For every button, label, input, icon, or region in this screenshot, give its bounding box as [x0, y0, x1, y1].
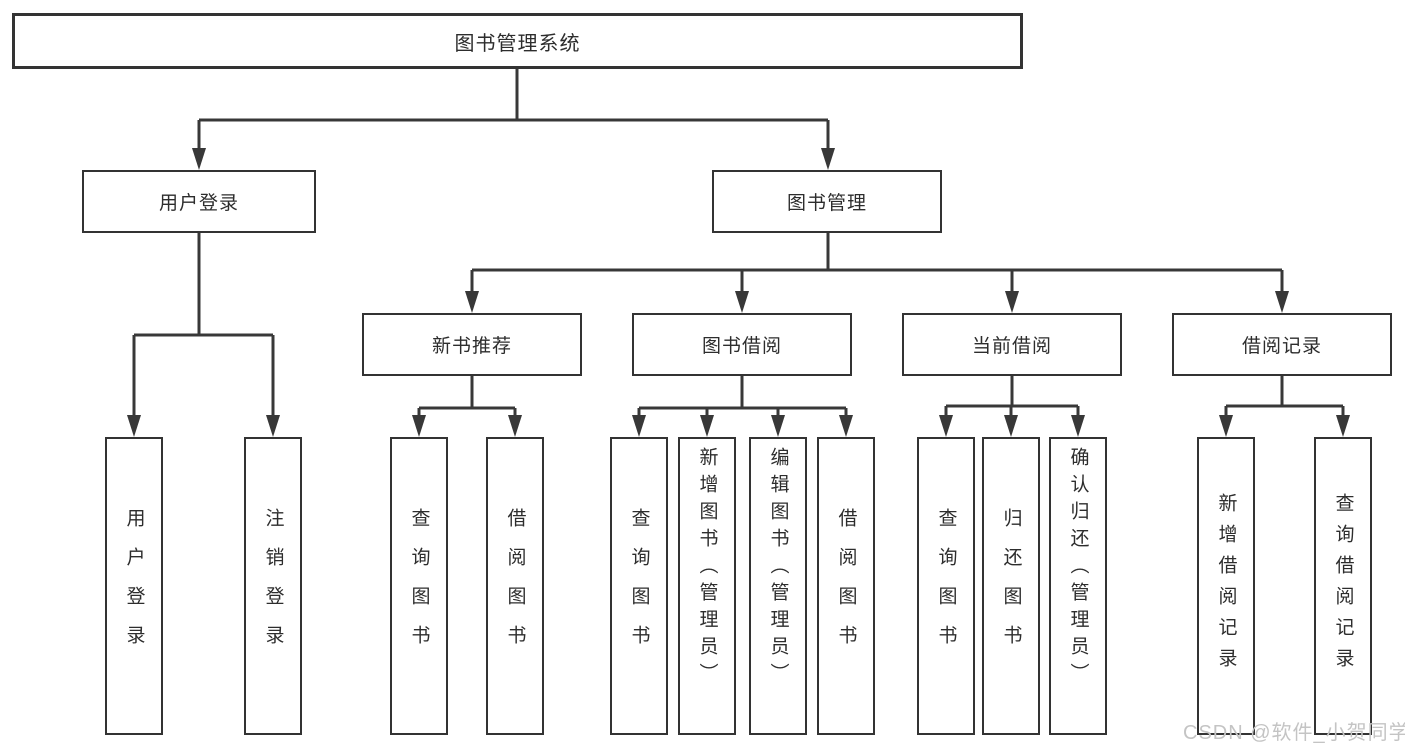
node-new-book-recommendation: 新书推荐: [362, 313, 582, 376]
node-confirm-return-admin: 确认归还（管理员）: [1049, 437, 1107, 735]
node-label: 用户登录: [123, 508, 145, 664]
node-label: 借阅记录: [1241, 336, 1322, 357]
node-current-borrowing: 当前借阅: [902, 313, 1122, 376]
node-label: 新增图书（管理员）: [696, 447, 718, 690]
node-label: 编辑图书（管理员）: [767, 447, 789, 690]
node-label: 注销登录: [262, 508, 284, 664]
node-label: 查询图书: [628, 508, 650, 664]
node-return-books: 归还图书: [982, 437, 1040, 735]
node-label: 确认归还（管理员）: [1067, 447, 1089, 690]
node-label: 图书借阅: [701, 336, 782, 357]
node-borrow-books-borrowing: 借阅图书: [817, 437, 875, 735]
node-book-borrowing: 图书借阅: [632, 313, 852, 376]
watermark: CSDN @软件_小贺同学: [1183, 722, 1405, 744]
node-user-login: 用户登录: [82, 170, 316, 233]
node-label: 图书管理系统: [454, 32, 581, 55]
node-borrowing-records: 借阅记录: [1172, 313, 1392, 376]
node-borrow-books-recommend: 借阅图书: [486, 437, 544, 735]
node-edit-book-admin: 编辑图书（管理员）: [749, 437, 807, 735]
node-query-books-recommend: 查询图书: [390, 437, 448, 735]
node-library-management-system: 图书管理系统: [12, 13, 1023, 69]
node-add-book-admin: 新增图书（管理员）: [678, 437, 736, 735]
node-query-books-current: 查询图书: [917, 437, 975, 735]
node-query-books-borrowing: 查询图书: [610, 437, 668, 735]
node-label: 新增借阅记录: [1215, 493, 1237, 679]
node-logout: 注销登录: [244, 437, 302, 735]
node-label: 查询图书: [935, 508, 957, 664]
node-label: 用户登录: [158, 193, 239, 214]
node-label: 借阅图书: [504, 508, 526, 664]
node-add-borrow-record: 新增借阅记录: [1197, 437, 1255, 735]
node-book-management: 图书管理: [712, 170, 942, 233]
node-label: 新书推荐: [431, 336, 512, 357]
node-label: 借阅图书: [835, 508, 857, 664]
node-label: 图书管理: [786, 193, 867, 214]
node-label: 当前借阅: [971, 336, 1052, 357]
node-label: 查询借阅记录: [1332, 493, 1354, 679]
node-label: 查询图书: [408, 508, 430, 664]
node-query-borrow-record: 查询借阅记录: [1314, 437, 1372, 735]
node-label: 归还图书: [1000, 508, 1022, 664]
node-user-login-leaf: 用户登录: [105, 437, 163, 735]
